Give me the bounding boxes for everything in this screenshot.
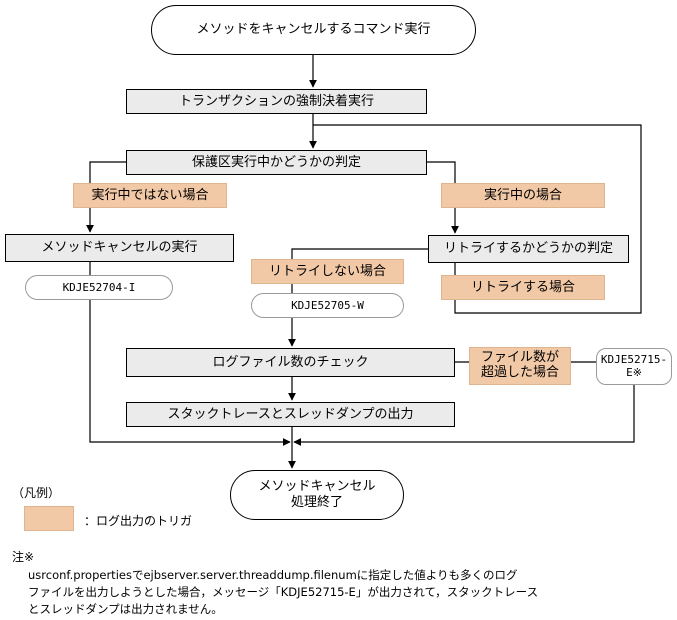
cond-not-running: 実行中ではない場合 <box>73 183 227 208</box>
start-label: メソッドをキャンセルするコマンド実行 <box>196 22 431 38</box>
message-kdje52705: KDJE52705-W <box>251 293 404 318</box>
note-line1: usrconf.propertiesでejbserver.server.thre… <box>28 568 518 582</box>
cond-retry: リトライする場合 <box>441 275 605 300</box>
step-retry-check-label: リトライするかどうかの判定 <box>443 241 613 257</box>
end-terminal: メソッドキャンセル 処理終了 <box>230 470 404 520</box>
step-cancel-exec-label: メソッドキャンセルの実行 <box>41 240 198 256</box>
message-kdje52704-label: KDJE52704-I <box>62 280 136 294</box>
message-kdje52715-line1: KDJE52715- <box>600 352 668 366</box>
edge-check-running <box>427 161 459 234</box>
cond-no-retry-label: リトライしない場合 <box>268 263 386 279</box>
edge-exceeded-join <box>293 385 635 446</box>
note-heading: 注※ <box>12 550 35 564</box>
end-label-line1: メソッドキャンセル <box>258 479 376 495</box>
legend-item: ：ログ出力のトリガ <box>84 514 193 528</box>
cond-exceeded: ファイル数が 超過した場合 <box>469 347 571 385</box>
cond-exceeded-line2: 超過した場合 <box>480 365 559 380</box>
cond-exceeded-line1: ファイル数が <box>480 350 559 366</box>
end-label-line2: 処理終了 <box>290 495 343 510</box>
cond-retry-label: リトライする場合 <box>470 279 575 295</box>
start-terminal: メソッドをキャンセルするコマンド実行 <box>151 5 476 55</box>
step-force-commit-label: トランザクションの強制決着実行 <box>178 93 374 109</box>
message-kdje52715-line2: E※ <box>626 365 642 379</box>
message-kdje52704: KDJE52704-I <box>25 275 173 300</box>
message-kdje52715: KDJE52715- E※ <box>596 348 672 385</box>
cond-no-retry: リトライしない場合 <box>251 259 404 284</box>
step-dump-output: スタックトレースとスレッドダンプの出力 <box>126 402 455 427</box>
note-line2: ファイルを出力しようとした場合，メッセージ「KDJE52715-E」が出力されて… <box>28 585 539 599</box>
note-line3: とスレッドダンプは出力されません。 <box>28 602 223 616</box>
message-kdje52705-label: KDJE52705-W <box>291 298 364 312</box>
legend-swatch <box>24 506 74 531</box>
cond-not-running-label: 実行中ではない場合 <box>91 187 209 203</box>
edge-cancel-join <box>89 262 291 446</box>
legend-heading: （凡例） <box>12 486 61 500</box>
step-dump-output-label: スタックトレースとスレッドダンプの出力 <box>167 406 414 422</box>
step-log-count-check: ログファイル数のチェック <box>126 348 455 377</box>
step-cancel-exec: メソッドキャンセルの実行 <box>5 234 234 262</box>
step-force-commit: トランザクションの強制決着実行 <box>126 89 427 114</box>
cond-running: 実行中の場合 <box>441 183 605 208</box>
step-log-count-check-label: ログファイル数のチェック <box>212 354 369 370</box>
step-protected-check: 保護区実行中かどうかの判定 <box>126 150 427 175</box>
step-retry-check: リトライするかどうかの判定 <box>428 235 629 263</box>
cond-running-label: 実行中の場合 <box>483 187 562 203</box>
step-protected-check-label: 保護区実行中かどうかの判定 <box>191 154 361 170</box>
edge-check-not-running <box>86 161 126 233</box>
